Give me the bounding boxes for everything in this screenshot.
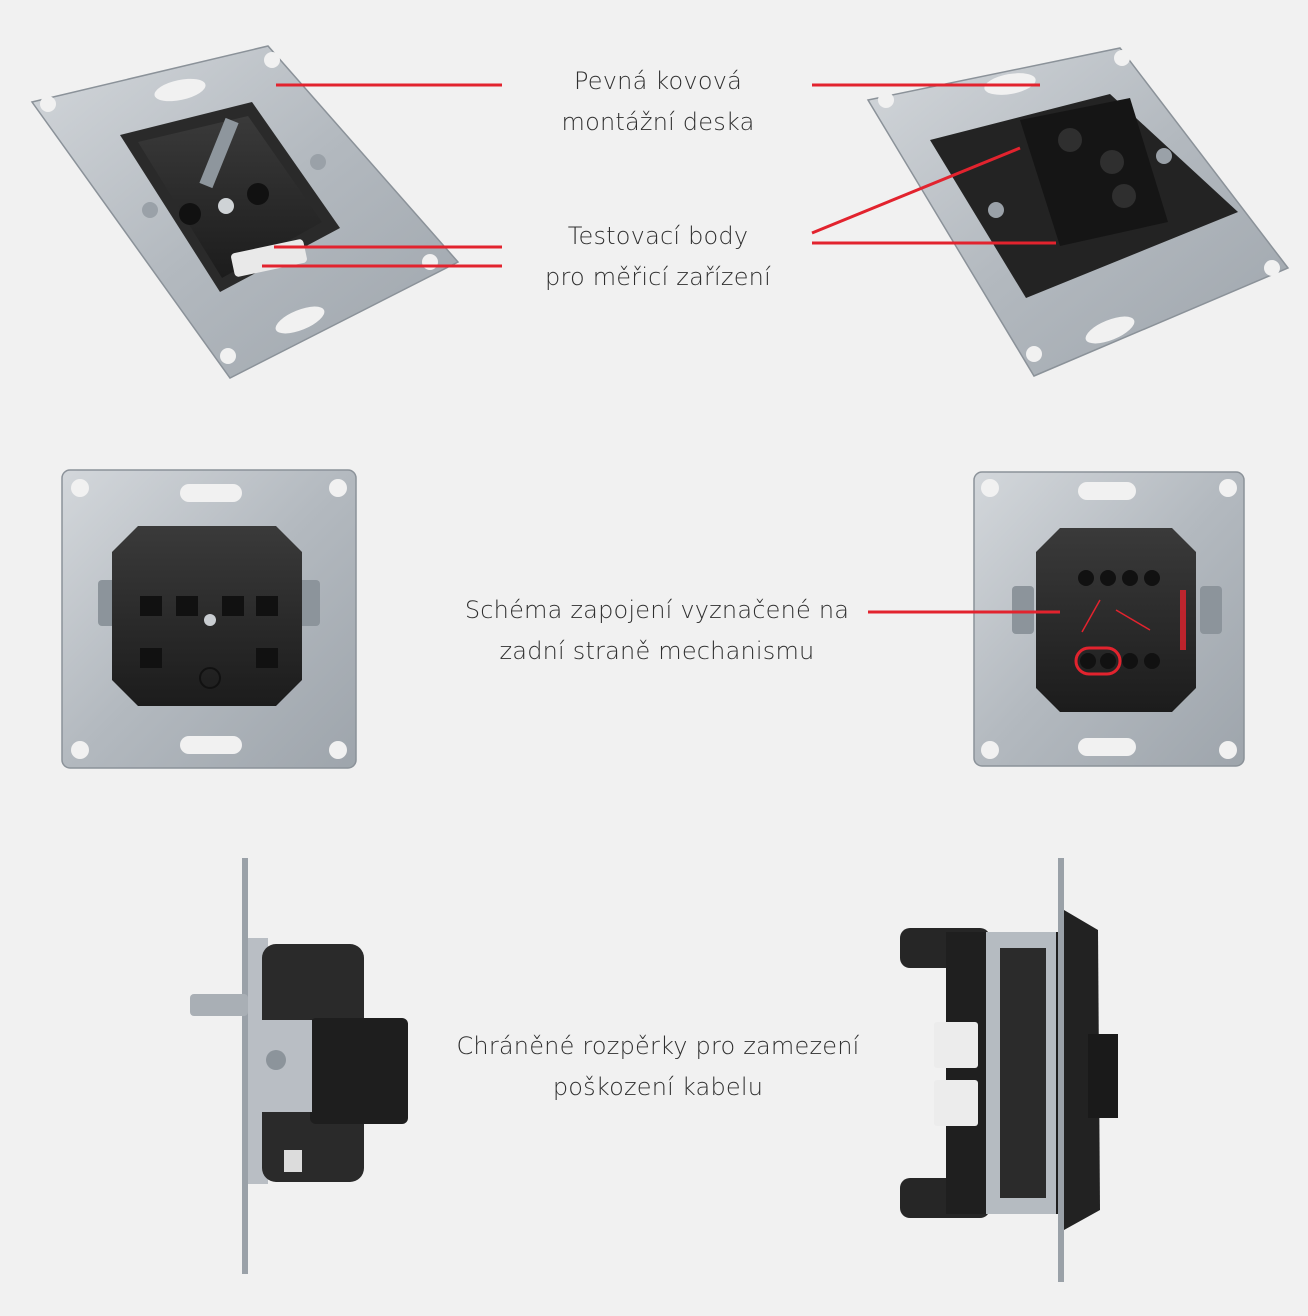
caption-spacers-line2: poškození kabelu bbox=[552, 1073, 764, 1101]
caption-test-points: Testovací body pro měřicí zařízení bbox=[508, 216, 808, 298]
switch-mechanism-back-illustration bbox=[973, 471, 1245, 767]
caption-wiring-diagram-line1: Schéma zapojení vyznačené na bbox=[464, 596, 850, 624]
caption-spacers: Chráněné rozpěrky pro zamezení poškození… bbox=[432, 1026, 884, 1108]
switch-mechanism-side-illustration bbox=[900, 858, 1118, 1282]
leader-lines bbox=[262, 83, 1060, 614]
caption-mounting-plate-line1: Pevná kovová bbox=[573, 67, 743, 95]
caption-spacers-line1: Chráněné rozpěrky pro zamezení bbox=[456, 1032, 860, 1060]
caption-wiring-diagram: Schéma zapojení vyznačené na zadní stran… bbox=[452, 590, 862, 672]
switch-mechanism-front-illustration bbox=[866, 47, 1290, 377]
leader-line-test-point-right-1 bbox=[811, 146, 1021, 235]
socket-mechanism-front-illustration bbox=[30, 45, 460, 379]
caption-mounting-plate-line2: montážní deska bbox=[561, 108, 755, 136]
caption-test-points-line1: Testovací body bbox=[567, 222, 749, 250]
socket-mechanism-side-illustration bbox=[190, 858, 408, 1274]
caption-mounting-plate: Pevná kovová montážní deska bbox=[508, 61, 808, 143]
socket-mechanism-back-illustration bbox=[61, 469, 357, 769]
caption-test-points-line2: pro měřicí zařízení bbox=[545, 263, 771, 291]
caption-wiring-diagram-line2: zadní straně mechanismu bbox=[499, 637, 815, 665]
